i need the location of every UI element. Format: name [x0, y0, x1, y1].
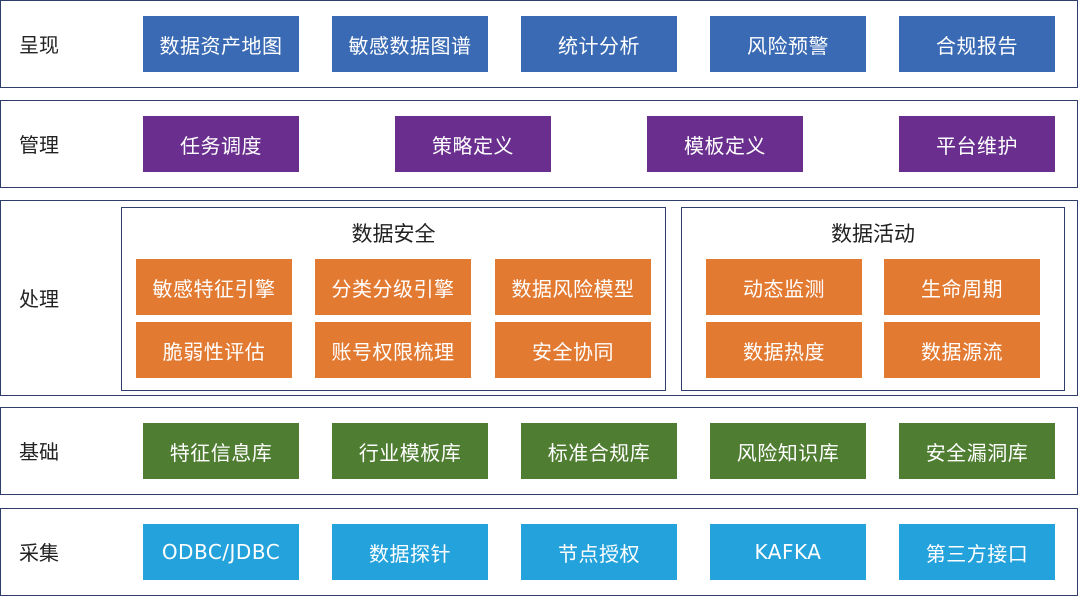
- presentation-item: 敏感数据图谱: [332, 16, 488, 72]
- processing-item: 数据热度: [706, 322, 862, 378]
- foundation-item: 特征信息库: [143, 423, 299, 479]
- group-title-data-activity: 数据活动: [831, 222, 915, 246]
- presentation-item: 统计分析: [521, 16, 677, 72]
- presentation-item: 合规报告: [899, 16, 1055, 72]
- layer-label-presentation: 呈现: [19, 33, 59, 57]
- layer-processing: 处理 数据安全 敏感特征引擎 分类分级引擎 数据风险模型 脆弱性评估 账号权限梳…: [0, 200, 1078, 396]
- processing-item: 账号权限梳理: [315, 322, 471, 378]
- layer-presentation: 呈现 数据资产地图 敏感数据图谱 统计分析 风险预警 合规报告: [0, 0, 1078, 88]
- group-data-activity: 数据活动 动态监测 生命周期 数据热度 数据源流: [681, 207, 1065, 391]
- management-item: 模板定义: [647, 116, 803, 172]
- layer-collection: 采集 ODBC/JDBC 数据探针 节点授权 KAFKA 第三方接口: [0, 508, 1078, 596]
- presentation-item: 风险预警: [710, 16, 866, 72]
- layer-foundation: 基础 特征信息库 行业模板库 标准合规库 风险知识库 安全漏洞库: [0, 407, 1078, 495]
- management-item: 策略定义: [395, 116, 551, 172]
- management-item: 任务调度: [143, 116, 299, 172]
- processing-item: 分类分级引擎: [315, 259, 471, 315]
- collection-item: 第三方接口: [899, 524, 1055, 580]
- layer-label-management: 管理: [19, 133, 59, 157]
- foundation-item: 标准合规库: [521, 423, 677, 479]
- layer-label-foundation: 基础: [19, 440, 59, 464]
- processing-item: 生命周期: [884, 259, 1040, 315]
- foundation-item: 行业模板库: [332, 423, 488, 479]
- layer-label-processing: 处理: [19, 287, 59, 311]
- processing-item: 动态监测: [706, 259, 862, 315]
- layer-label-collection: 采集: [19, 541, 59, 565]
- processing-item: 脆弱性评估: [136, 322, 292, 378]
- collection-item: KAFKA: [710, 524, 866, 580]
- presentation-item: 数据资产地图: [143, 16, 299, 72]
- foundation-item: 风险知识库: [710, 423, 866, 479]
- processing-item: 安全协同: [495, 322, 651, 378]
- group-data-security: 数据安全 敏感特征引擎 分类分级引擎 数据风险模型 脆弱性评估 账号权限梳理 安…: [121, 207, 666, 391]
- management-item: 平台维护: [899, 116, 1055, 172]
- foundation-item: 安全漏洞库: [899, 423, 1055, 479]
- layer-management: 管理 任务调度 策略定义 模板定义 平台维护: [0, 100, 1078, 188]
- processing-item: 数据源流: [884, 322, 1040, 378]
- processing-item: 敏感特征引擎: [136, 259, 292, 315]
- processing-item: 数据风险模型: [495, 259, 651, 315]
- collection-item: 节点授权: [521, 524, 677, 580]
- collection-item: 数据探针: [332, 524, 488, 580]
- collection-item: ODBC/JDBC: [143, 524, 299, 580]
- group-title-data-security: 数据安全: [351, 222, 436, 246]
